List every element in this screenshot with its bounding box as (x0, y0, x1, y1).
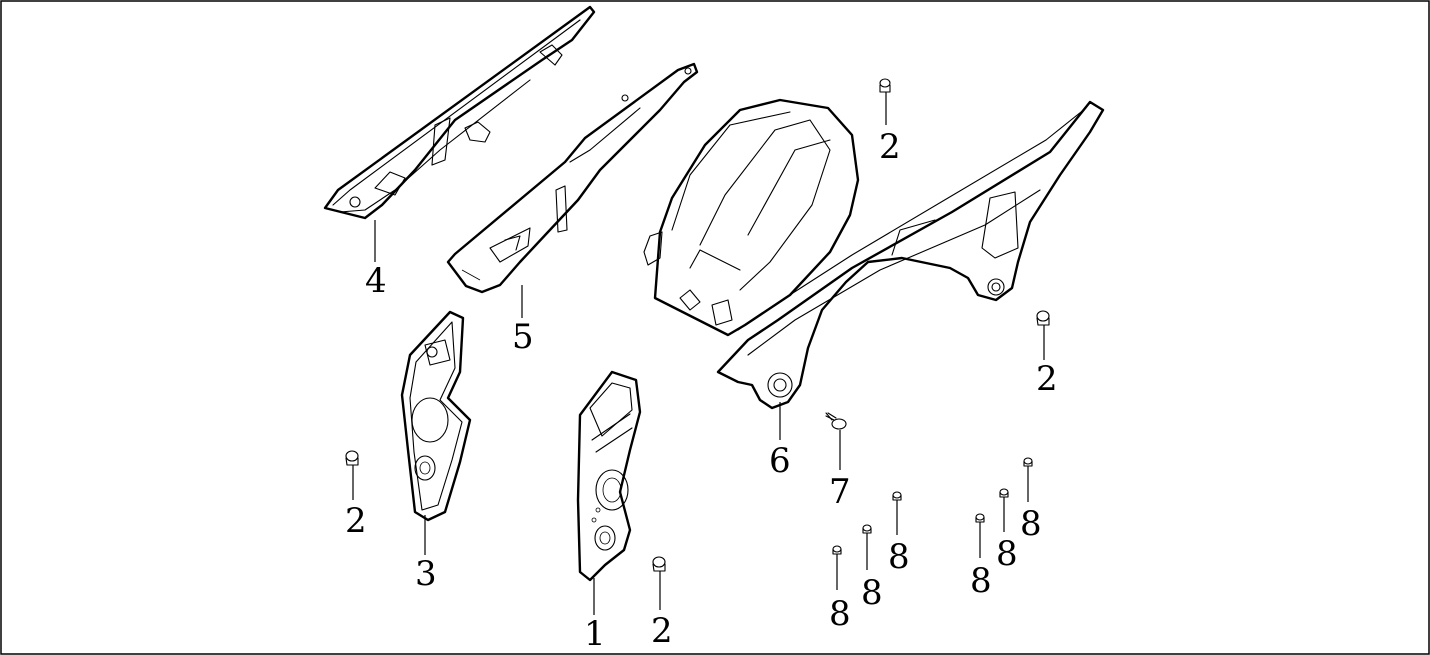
callout-2-right: 2 (1036, 359, 1058, 399)
part-4-chain-guard-cover (323, 5, 596, 220)
callout-7: 7 (829, 472, 851, 512)
callout-4: 4 (365, 261, 387, 301)
part-2-screw-left (345, 450, 359, 466)
callout-8-4: 8 (970, 561, 992, 601)
callout-8-1: 8 (829, 594, 851, 634)
callout-6: 6 (769, 441, 791, 481)
callout-1: 1 (584, 614, 606, 654)
part-8-nut-3 (892, 491, 902, 501)
part-3-side-panel (400, 310, 472, 522)
part-2-screw-bottom (652, 556, 666, 572)
callout-8-3: 8 (888, 537, 910, 577)
part-2-screw-top (879, 78, 891, 93)
part-8-nut-4 (975, 513, 985, 523)
part-8-nut-6 (1023, 457, 1033, 467)
part-8-nut-2 (862, 524, 872, 534)
callout-2-left: 2 (345, 501, 367, 541)
callout-2-top: 2 (879, 127, 901, 167)
callout-5: 5 (512, 317, 534, 357)
leader-lines (352, 92, 1045, 615)
part-7-bolt (825, 412, 847, 430)
callout-labels: 4 5 6 3 1 2 2 2 2 7 8 8 8 8 8 8 (345, 127, 1058, 654)
callout-8-6: 8 (1020, 504, 1042, 544)
callout-3: 3 (415, 554, 437, 594)
part-6-rear-fender (643, 98, 1105, 410)
part-1-side-panel (576, 370, 642, 582)
callout-8-2: 8 (861, 573, 883, 613)
part-8-nut-5 (999, 488, 1009, 498)
callout-8-5: 8 (996, 534, 1018, 574)
part-8-nut-1 (832, 545, 842, 555)
part-5-chain-guard (446, 62, 699, 294)
part-2-screw-right (1036, 310, 1050, 326)
callout-2-bottom: 2 (651, 611, 673, 651)
